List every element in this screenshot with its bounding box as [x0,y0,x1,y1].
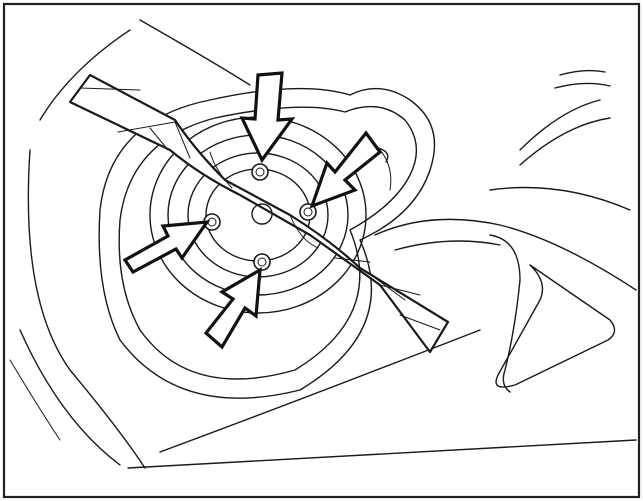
mower-blade [68,73,450,354]
bolt-right [299,203,317,221]
pointer-arrows [122,71,383,350]
bolt-top [251,163,269,181]
arrow-down-left-icon [309,130,383,209]
arrow-up-right-icon [122,220,211,275]
center-hole [251,203,273,225]
arrow-up-icon [203,267,262,350]
bolt-bottom [253,253,271,271]
arrow-down-icon [239,71,296,164]
mower-deck-outline [9,19,637,469]
deck-right-contours [369,69,637,393]
